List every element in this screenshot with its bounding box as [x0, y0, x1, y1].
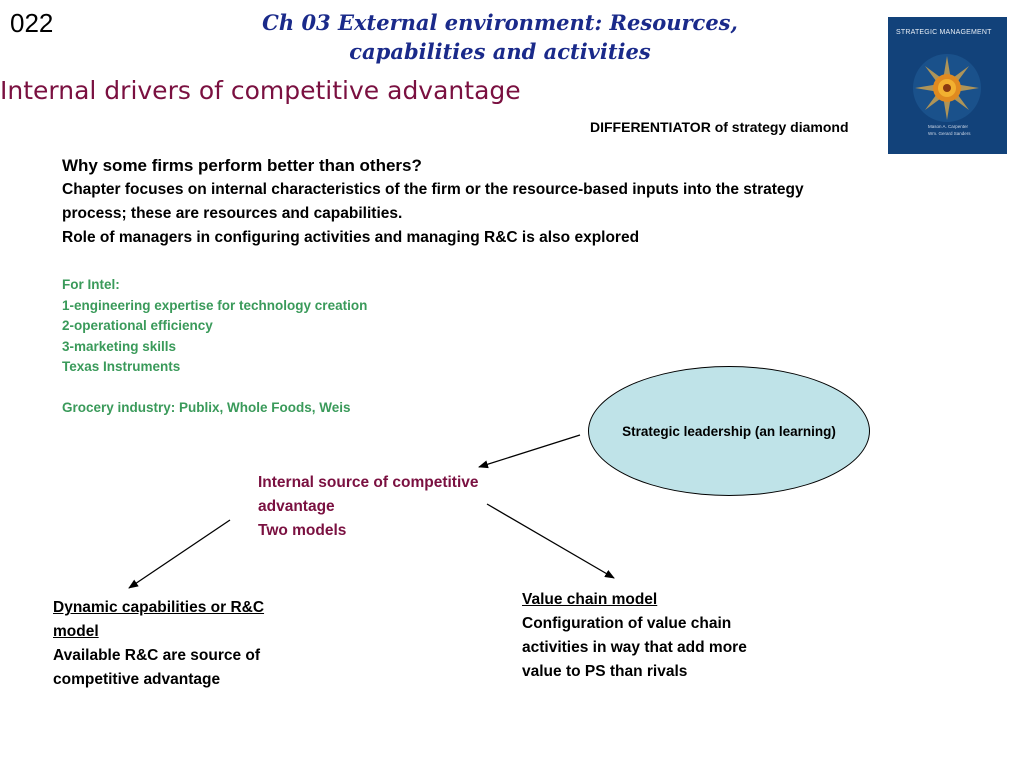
- ellipse-label: Strategic leadership (an learning): [622, 423, 836, 439]
- slide-subtitle: Internal drivers of competitive advantag…: [0, 76, 521, 105]
- internal-source-line: Internal source of competitive advantage: [258, 474, 479, 515]
- differentiator-label: DIFFERENTIATOR of strategy diamond: [590, 119, 849, 135]
- dynamic-capabilities-box: Dynamic capabilities or R&C model Availa…: [53, 596, 293, 692]
- title-line-1: Ch 03 External environment: Resources,: [262, 10, 738, 35]
- intel-item: 1-engineering expertise for technology c…: [62, 297, 368, 313]
- value-chain-heading: Value chain model: [522, 591, 658, 608]
- book-cover-title: STRATEGIC MANAGEMENT: [896, 29, 992, 36]
- intel-item: 2-operational efficiency: [62, 318, 213, 333]
- book-cover-authors: Mason A. Carpenter Wm. Gerard Sanders: [928, 123, 971, 137]
- book-cover-image: STRATEGIC MANAGEMENT Mason A. Carpenter …: [888, 17, 1007, 154]
- body-line: Role of managers in configuring activiti…: [62, 229, 640, 246]
- value-chain-box: Value chain model Configuration of value…: [522, 588, 782, 684]
- slide-number: 022: [10, 8, 54, 38]
- grocery-examples: Grocery industry: Publix, Whole Foods, W…: [62, 399, 351, 415]
- arrow-internal-to-value-chain: [486, 503, 615, 579]
- book-cover-sunburst-icon: [913, 54, 981, 122]
- body-question: Why some firms perform better than other…: [62, 156, 422, 175]
- strategic-leadership-ellipse: Strategic leadership (an learning): [588, 366, 870, 496]
- internal-source-label: Internal source of competitive advantage…: [258, 471, 508, 543]
- body-text: Why some firms perform better than other…: [62, 154, 862, 250]
- two-models-line: Two models: [258, 522, 347, 539]
- body-line: Chapter focuses on internal characterist…: [62, 181, 804, 222]
- book-author: Mason A. Carpenter: [928, 124, 969, 129]
- intel-heading: For Intel:: [62, 277, 120, 292]
- title-line-2: capabilities and activities: [349, 39, 651, 64]
- dynamic-capabilities-heading: Dynamic capabilities or R&C model: [53, 599, 265, 640]
- intel-item: 3-marketing skills: [62, 338, 177, 354]
- dynamic-capabilities-text: Available R&C are source of competitive …: [53, 647, 261, 688]
- slide-title: Ch 03 External environment: Resources, c…: [200, 8, 800, 66]
- value-chain-text: Configuration of value chain activities …: [522, 615, 747, 680]
- arrow-leadership-to-internal: [478, 434, 581, 469]
- intel-item: Texas Instruments: [62, 359, 181, 374]
- intel-examples: For Intel: 1-engineering expertise for t…: [62, 275, 562, 418]
- book-author: Wm. Gerard Sanders: [928, 131, 971, 136]
- arrow-internal-to-dynamic: [128, 519, 231, 589]
